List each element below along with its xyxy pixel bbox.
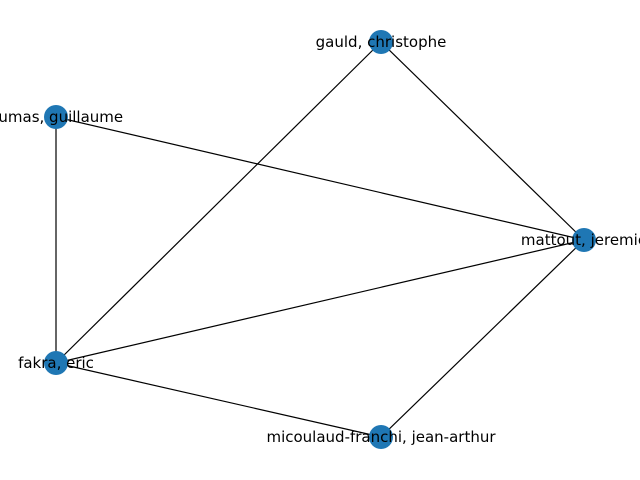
edge-fakra-micoulaud xyxy=(55,362,382,438)
labels-layer: gauld, christophe dumas, guillaume mattout… xyxy=(0,33,640,446)
edges-layer xyxy=(55,41,585,438)
edge-micoulaud-mattout xyxy=(380,239,585,438)
edge-gauld-fakra xyxy=(55,41,382,364)
node-label-fakra: fakra, eric xyxy=(18,354,94,372)
nodes-layer xyxy=(44,30,596,449)
edge-dumas-mattout xyxy=(55,116,585,241)
node-micoulaud xyxy=(369,425,393,449)
node-label-gauld: gauld, christophe xyxy=(316,33,447,51)
edge-gauld-mattout xyxy=(380,41,585,241)
node-dumas xyxy=(44,105,68,129)
node-gauld xyxy=(369,30,393,54)
node-label-mattout: mattout, jeremie xyxy=(521,231,640,249)
node-fakra xyxy=(44,351,68,375)
node-mattout xyxy=(572,228,596,252)
node-label-dumas: dumas, guillaume xyxy=(0,108,123,126)
node-label-micoulaud: micoulaud-franchi, jean-arthur xyxy=(266,428,496,446)
edge-fakra-mattout xyxy=(55,239,585,364)
